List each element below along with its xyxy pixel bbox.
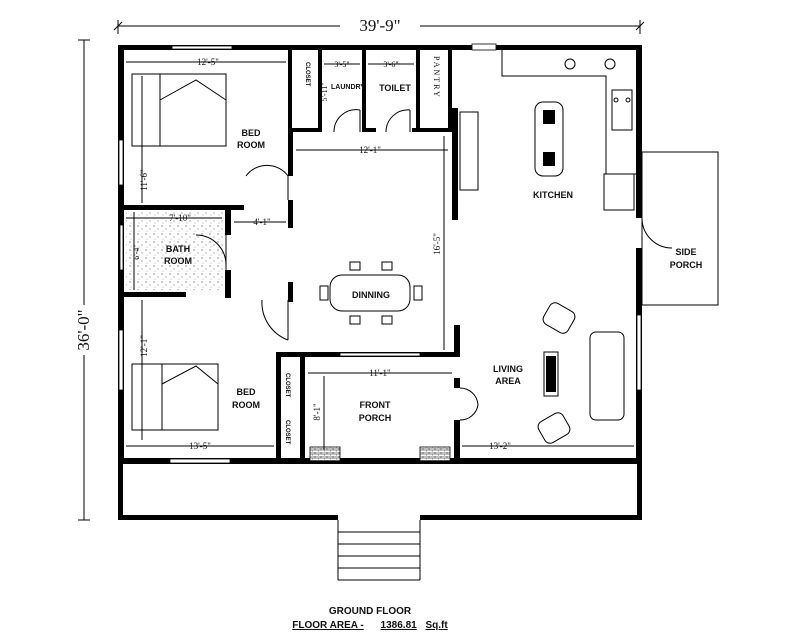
- overall-width-dimension: 39'-9": [113, 16, 645, 35]
- side-porch-outline: [641, 151, 719, 306]
- brick-pillar-right: [419, 446, 451, 462]
- dim-laundry-width: 3'-5": [334, 60, 349, 69]
- kitchen-stool: [543, 110, 555, 124]
- caption-area-row: FLOOR AREA - 1386.81 Sq.ft: [250, 620, 490, 631]
- room-label-dining: DINNING: [352, 290, 390, 300]
- room-label-closet3: CLOSET: [284, 420, 290, 445]
- dim-bath-depth: 6'-4": [132, 244, 141, 259]
- overall-width-label: 39'-9": [359, 16, 400, 35]
- room-label-front-porch-line2: PORCH: [359, 413, 392, 423]
- overall-depth-dimension: 36'-0": [74, 39, 93, 521]
- caption-area-value: 1386.81: [380, 620, 417, 631]
- windows: [118, 43, 642, 464]
- dim-bath-width: 7'-10": [169, 213, 191, 223]
- interior-dimension-lines: [126, 61, 634, 450]
- dim-bed2-depth: 12'-1": [139, 335, 149, 357]
- coffee-table-top: [546, 356, 556, 392]
- dim-bed2-width: 13'-5": [189, 441, 211, 451]
- dim-dining-width: 12'-1": [359, 145, 381, 155]
- room-label-bed2-line1: BED: [236, 387, 256, 397]
- room-label-side-porch-line2: PORCH: [670, 260, 703, 270]
- room-label-living-line1: LIVING: [493, 364, 523, 374]
- kitchen-stool: [543, 152, 555, 166]
- room-label-closet2: CLOSET: [284, 373, 290, 398]
- room-label-toilet: TOILET: [379, 83, 411, 93]
- living-furniture: [537, 302, 625, 444]
- room-label-closet1: CLOSET: [304, 62, 310, 87]
- room-label-laundry: LAUNDRY: [331, 84, 365, 91]
- room-label-bed1-line2: ROOM: [237, 140, 265, 150]
- dim-bed1-width: 12'-5": [197, 57, 219, 67]
- room-label-living-line2: AREA: [495, 376, 521, 386]
- kitchen-counters: [459, 50, 636, 211]
- dim-living-width: 13'-2": [489, 441, 511, 451]
- dim-passage-width: 4'-1": [253, 217, 271, 227]
- room-label-bed1-line1: BED: [241, 128, 261, 138]
- room-label-pantry: PANTRY: [432, 56, 441, 99]
- dining-table: [319, 261, 423, 325]
- dim-porch-width: 11'-1": [369, 368, 391, 378]
- front-steps: [337, 520, 421, 581]
- dim-dining-depth: 16'-5": [432, 233, 442, 255]
- bed-2: [131, 363, 219, 431]
- room-label-kitchen: KITCHEN: [533, 190, 573, 200]
- room-label-bath-line1: BATH: [166, 244, 190, 254]
- room-label-side-porch-line1: SIDE: [675, 247, 696, 257]
- caption-area-unit: Sq.ft: [425, 620, 448, 631]
- caption-area-label: FLOOR AREA -: [292, 620, 364, 631]
- dim-porch-depth: 8'-1": [312, 403, 322, 421]
- bath-floor: [126, 212, 224, 290]
- brick-pillar-left: [309, 446, 341, 462]
- dim-bed1-depth: 11'-6": [139, 169, 149, 191]
- room-label-bath-line2: ROOM: [164, 256, 192, 266]
- room-label-bed2-line2: ROOM: [232, 400, 260, 410]
- room-label-front-porch-line1: FRONT: [360, 400, 391, 410]
- caption-title: GROUND FLOOR: [328, 606, 412, 617]
- bed-1: [131, 73, 227, 147]
- dim-laundry-depth: 5'-11": [320, 82, 329, 101]
- dim-toilet-width: 3'-6": [383, 60, 398, 69]
- doors: [195, 109, 673, 421]
- overall-depth-label: 36'-0": [74, 309, 93, 350]
